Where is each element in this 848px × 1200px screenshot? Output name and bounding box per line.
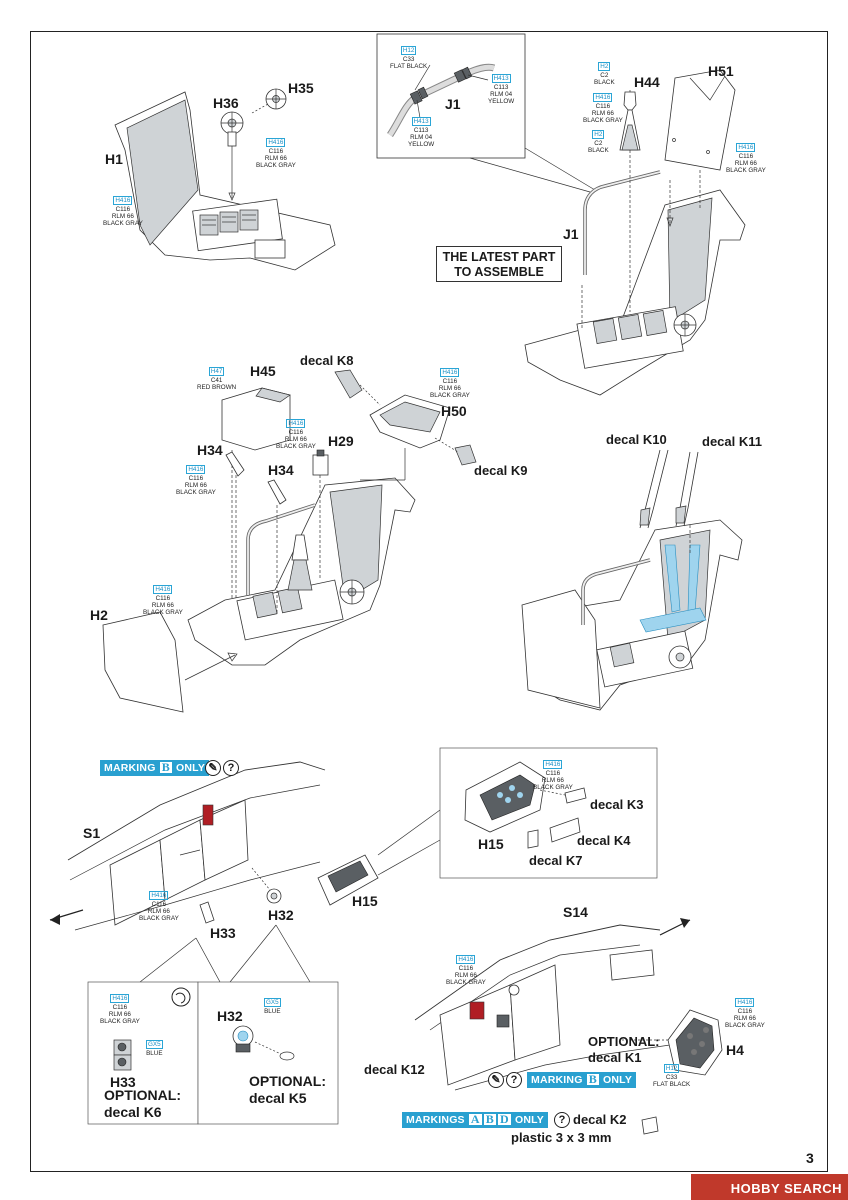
part-label-h51: H51: [708, 63, 734, 79]
part-label-h4: H4: [726, 1042, 744, 1058]
decal-label-k2: decal K2: [573, 1112, 627, 1127]
decal-label-k10: decal K10: [606, 432, 667, 447]
question-icon: ?: [506, 1072, 522, 1088]
fuselage-s1: [49, 761, 441, 931]
part-label-s14: S14: [563, 904, 588, 920]
plastic-note: plastic 3 x 3 mm: [511, 1130, 612, 1145]
cockpit-floor-h1: [114, 91, 336, 271]
decal-label-k12: decal K12: [364, 1062, 425, 1077]
fuselage-s14: [414, 918, 723, 1135]
decal-label-k4: decal K4: [577, 833, 631, 848]
watermark-text: HOBBY SEARCH: [730, 1181, 842, 1196]
page-number: 3: [806, 1150, 814, 1166]
h32-optional-detail: [232, 1025, 295, 1061]
part-label-j1: J1: [563, 226, 579, 242]
part-label-s1: S1: [83, 825, 101, 841]
part-label-h15: H15: [352, 893, 378, 909]
decal-label-k7: decal K7: [529, 853, 583, 868]
marking-b-only-badge: MARKING B ONLY: [100, 760, 210, 776]
cockpit-assembly-step3: [102, 369, 477, 713]
decal-label-k11: decal K11: [702, 434, 762, 449]
part-label-h33: H33: [110, 1074, 136, 1090]
decal-label-k9: decal K9: [474, 463, 528, 478]
part-label-h29: H29: [328, 433, 354, 449]
optional-decal-k5: OPTIONAL:decal K5: [249, 1073, 326, 1106]
optional-decal-k1: OPTIONAL:decal K1: [588, 1034, 660, 1065]
part-label-h33: H33: [210, 925, 236, 941]
optional-decal-k6: OPTIONAL:decal K6: [104, 1087, 181, 1120]
question-icon: ?: [554, 1112, 570, 1128]
decal-label-k8: decal K8: [300, 353, 354, 368]
part-label-h36: H36: [213, 95, 239, 111]
part-label-h15: H15: [478, 836, 504, 852]
part-label-h34: H34: [197, 442, 223, 458]
watermark-bar: HOBBY SEARCH: [691, 1174, 848, 1200]
question-icon: ?: [223, 760, 239, 776]
part-label-h44: H44: [634, 74, 660, 90]
marking-b-only-badge: MARKING B ONLY: [527, 1072, 637, 1088]
instruction-frame: [30, 31, 828, 1172]
instrument-panel-h15-detail: [464, 761, 587, 849]
part-label-h34: H34: [268, 462, 294, 478]
paint-icon: ✎: [205, 760, 221, 776]
part-label-h1: H1: [105, 151, 123, 167]
hose-j1-detail: [387, 63, 496, 137]
part-label-h45: H45: [250, 363, 276, 379]
part-label-j1: J1: [445, 96, 461, 112]
cockpit-assembly-step2: [524, 69, 746, 396]
h33-optional-detail: [113, 987, 191, 1071]
part-label-h32: H32: [268, 907, 294, 923]
part-label-h35: H35: [288, 80, 314, 96]
trim-wheel-h35-h36: [220, 88, 287, 147]
part-label-h32: H32: [217, 1008, 243, 1024]
decal-label-k3: decal K3: [590, 797, 644, 812]
paint-icon: ✎: [488, 1072, 504, 1088]
part-label-h50: H50: [441, 403, 467, 419]
part-label-h2: H2: [90, 607, 108, 623]
cockpit-assembly-step4: [521, 449, 743, 711]
